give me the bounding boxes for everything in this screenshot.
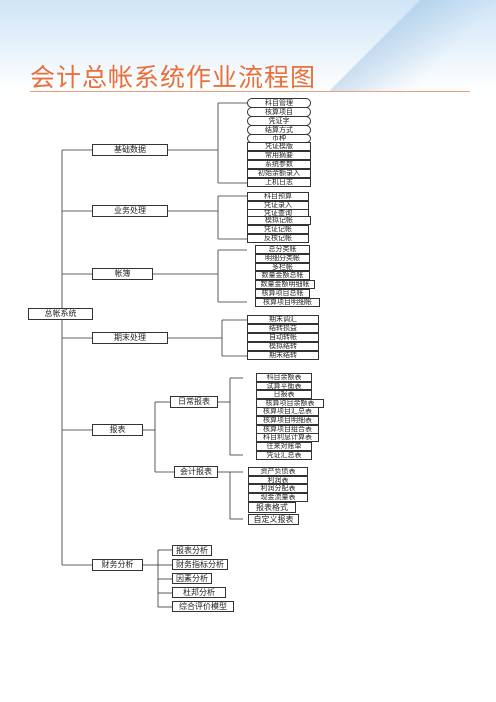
module-ledger: 帐簿 — [92, 268, 153, 280]
basic-item: 初始余额录入 — [247, 169, 311, 178]
accounting-report-item: 资产负债表 — [248, 467, 308, 476]
analysis-item: 报表分析 — [172, 545, 212, 556]
module-basic-data: 基础数据 — [92, 144, 168, 156]
accounting-report-item: 报表格式 — [248, 502, 296, 513]
reports-daily-group: 日常报表 — [170, 396, 218, 408]
ledger-item: 核算项目总帐 — [255, 289, 310, 298]
ledger-item: 数量金额明细帐 — [255, 280, 315, 289]
accounting-report-item: 自定义报表 — [248, 514, 299, 525]
module-analysis: 财务分析 — [92, 559, 143, 571]
accounting-report-item: 利润分配表 — [248, 484, 308, 493]
root-node: 总帐系统 — [28, 308, 93, 320]
accounting-report-item: 现金流量表 — [248, 493, 308, 502]
page-title: 会计总帐系统作业流程图 — [30, 63, 317, 92]
ledger-item: 多栏帐 — [255, 263, 310, 271]
period-end-item: 模拟结转 — [247, 342, 319, 351]
ledger-item: 核算项目明细帐 — [255, 298, 320, 307]
title-underline — [30, 91, 470, 92]
period-end-item: 自动转帐 — [247, 333, 319, 342]
module-business: 业务处理 — [92, 205, 168, 217]
module-period-end: 期末处理 — [92, 332, 168, 344]
business-item: 模拟记帐 — [247, 216, 311, 225]
ledger-item: 数量金额总帐 — [255, 271, 310, 280]
daily-report-item: 科目利息计算表 — [256, 433, 319, 442]
accounting-report-item: 利润表 — [248, 476, 308, 484]
daily-report-item: 科目余额表 — [256, 373, 312, 382]
analysis-item: 综合评价模型 — [172, 601, 234, 612]
business-item: 科目预算 — [247, 192, 309, 201]
ledger-item: 总分类帐 — [255, 245, 310, 254]
business-item: 凭证记帐 — [247, 225, 309, 234]
analysis-item: 财务指标分析 — [172, 559, 228, 570]
reports-accounting-group: 会计报表 — [174, 466, 218, 478]
daily-report-item: 核算项目明细表 — [256, 416, 319, 425]
ledger-item: 明细分类帐 — [255, 254, 310, 263]
business-item: 反核记帐 — [247, 234, 309, 243]
basic-item: 系统参数 — [247, 160, 311, 169]
basic-item: 上机日志 — [247, 178, 311, 187]
basic-item: 常用摘要 — [247, 151, 311, 160]
period-end-item: 结转损益 — [247, 324, 319, 333]
basic-item: 凭证模版 — [247, 142, 311, 151]
daily-report-item: 往来对账单 — [256, 442, 312, 451]
period-end-item: 期末结转 — [247, 351, 319, 360]
module-reports: 报表 — [92, 424, 143, 436]
daily-report-item: 日报表 — [256, 390, 312, 399]
analysis-item: 杜邦分析 — [172, 587, 226, 598]
daily-report-item: 试算平衡表 — [256, 382, 312, 390]
analysis-item: 因素分析 — [172, 573, 212, 584]
daily-report-item: 凭证汇总表 — [256, 451, 312, 460]
period-end-item: 期末调汇 — [247, 315, 319, 324]
title-banner — [0, 0, 496, 92]
daily-report-item: 核算项目汇总表 — [256, 407, 319, 416]
